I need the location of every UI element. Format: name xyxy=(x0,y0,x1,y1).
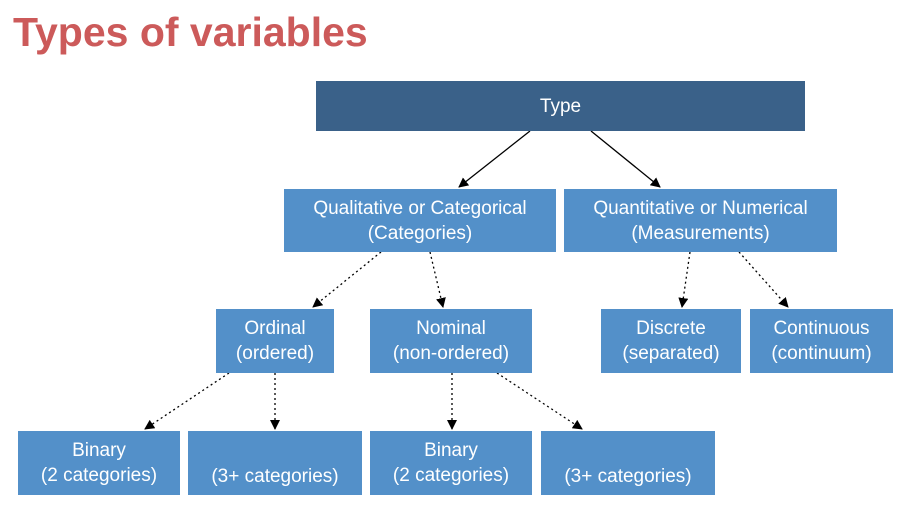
node-nominal-multi: (3+ categories) xyxy=(541,431,715,495)
node-ordinal-binary: Binary (2 categories) xyxy=(18,431,180,495)
node-nominal-line1: Nominal xyxy=(416,318,486,339)
node-discrete: Discrete (separated) xyxy=(601,309,741,373)
node-quantitative-line1: Quantitative or Numerical xyxy=(593,197,808,219)
edge-quantitative-to-continuous xyxy=(738,251,789,308)
node-qualitative-line2: (Categories) xyxy=(367,222,473,244)
edge-quantitative-to-discrete xyxy=(678,251,691,308)
node-qualitative-line1: Qualitative or Categorical xyxy=(313,197,527,219)
node-continuous: Continuous (continuum) xyxy=(750,309,893,373)
edge-nominal-to-nominal-multi xyxy=(496,372,583,430)
node-type-label: Type xyxy=(539,95,582,117)
node-ordinal-binary-line2: (2 categories) xyxy=(40,465,158,486)
edge-type-to-quantitative xyxy=(590,130,661,188)
page-title: Types of variables xyxy=(13,9,368,55)
node-nominal-binary-line2: (2 categories) xyxy=(392,465,510,486)
node-ordinal-line2: (ordered) xyxy=(235,343,315,364)
node-ordinal: Ordinal (ordered) xyxy=(216,309,334,373)
node-nominal-binary-line1: Binary xyxy=(424,440,478,461)
node-ordinal-multi: (3+ categories) xyxy=(188,431,362,495)
node-nominal: Nominal (non-ordered) xyxy=(370,309,532,373)
node-ordinal-multi-line1: (3+ categories) xyxy=(211,466,339,487)
node-discrete-line1: Discrete xyxy=(636,318,706,339)
node-quantitative-line2: (Measurements) xyxy=(631,222,770,244)
edge-qualitative-to-nominal xyxy=(429,251,446,308)
node-nominal-multi-line1: (3+ categories) xyxy=(564,466,692,487)
node-continuous-line2: (continuum) xyxy=(771,343,872,364)
node-nominal-line2: (non-ordered) xyxy=(392,343,510,364)
node-ordinal-binary-line1: Binary xyxy=(72,440,126,461)
edge-qualitative-to-ordinal xyxy=(312,251,382,308)
node-qualitative: Qualitative or Categorical (Categories) xyxy=(284,189,556,252)
node-discrete-line2: (separated) xyxy=(622,343,720,364)
node-ordinal-line1: Ordinal xyxy=(244,318,306,339)
node-continuous-line1: Continuous xyxy=(773,318,870,339)
edge-type-to-qualitative xyxy=(458,130,531,188)
edge-ordinal-to-ordinal-binary xyxy=(144,372,230,430)
node-nominal-binary: Binary (2 categories) xyxy=(370,431,532,495)
node-type: Type xyxy=(316,81,805,131)
node-quantitative: Quantitative or Numerical (Measurements) xyxy=(564,189,837,252)
